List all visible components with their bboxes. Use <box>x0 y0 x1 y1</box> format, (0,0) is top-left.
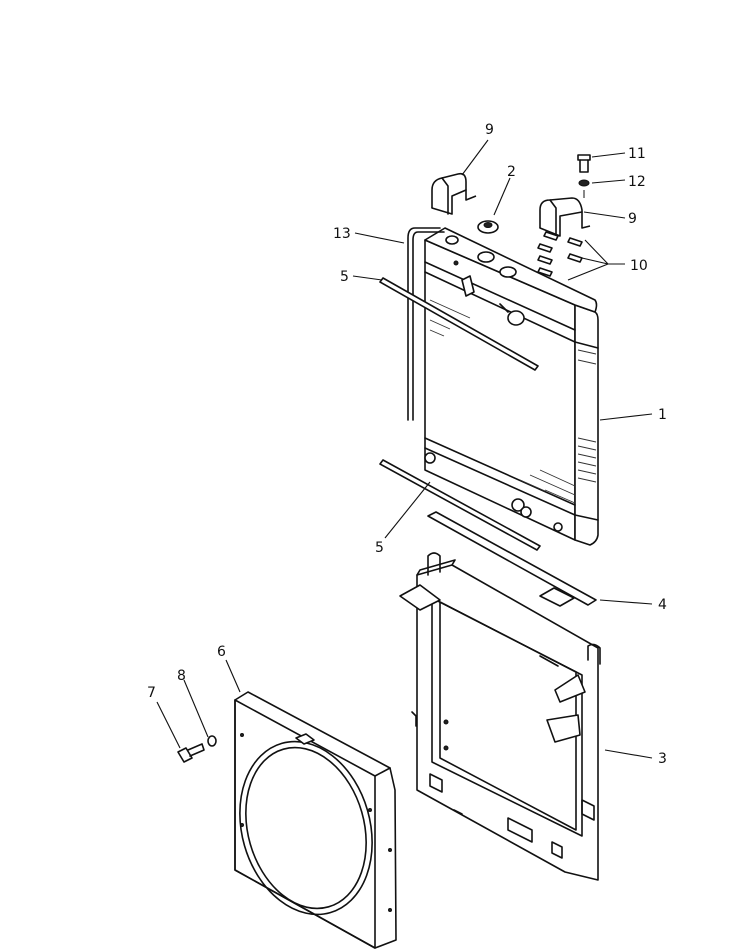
callout-9-left: 9 <box>485 122 494 138</box>
overflow-tube <box>407 227 445 421</box>
seal-strip-lower <box>379 459 541 551</box>
radiator-core <box>424 227 599 546</box>
callout-4: 4 <box>658 597 667 613</box>
fan-shroud <box>234 691 397 949</box>
callout-5-upper: 5 <box>340 269 349 285</box>
callout-2: 2 <box>507 164 516 180</box>
leader-lines <box>156 139 653 759</box>
mounting-bracket-left <box>431 172 477 215</box>
washer-8 <box>207 735 217 747</box>
seal-strip-upper <box>379 277 539 371</box>
cover-plate <box>427 511 597 607</box>
callout-6: 6 <box>217 644 226 660</box>
bolt-7 <box>177 743 205 763</box>
callout-7: 7 <box>147 685 156 701</box>
callout-1: 1 <box>658 407 667 423</box>
callout-labels: 9 2 11 12 9 13 10 5 1 5 4 6 8 7 3 <box>147 122 667 767</box>
callout-5-lower: 5 <box>375 540 384 556</box>
shims <box>537 231 583 277</box>
washer-12 <box>578 179 590 187</box>
mounting-bracket-right <box>539 197 591 237</box>
bolt-11 <box>577 154 591 173</box>
callout-12: 12 <box>628 174 646 190</box>
callout-9-right: 9 <box>628 211 637 227</box>
radiator-cap <box>477 220 499 234</box>
callout-8: 8 <box>177 668 186 684</box>
radiator-frame <box>399 552 601 881</box>
callout-11: 11 <box>628 146 646 162</box>
callout-3: 3 <box>658 751 667 767</box>
callout-13: 13 <box>333 226 351 242</box>
callout-10: 10 <box>630 258 648 274</box>
